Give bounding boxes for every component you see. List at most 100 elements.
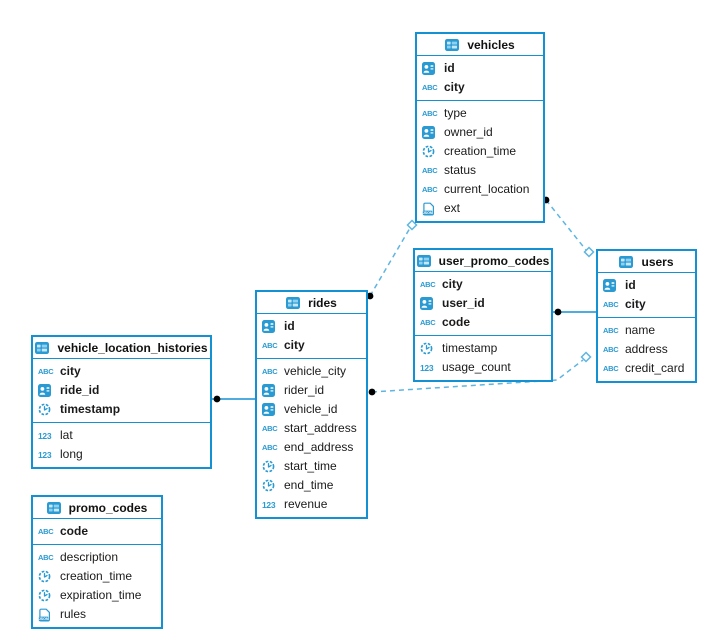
field-row-creation_time[interactable]: creation_time xyxy=(33,567,161,586)
field-row-creation_time[interactable]: creation_time xyxy=(417,142,543,161)
field-name: status xyxy=(444,163,477,177)
field-row-expiration_time[interactable]: expiration_time xyxy=(33,586,161,605)
relationship-line-vehicles-to-users[interactable] xyxy=(545,199,587,251)
field-name: end_time xyxy=(284,478,334,492)
field-name: ride_id xyxy=(60,383,100,397)
field-name: usage_count xyxy=(442,360,511,374)
field-name: creation_time xyxy=(60,569,133,583)
uuid-icon xyxy=(262,320,279,333)
entity-title: vehicle_location_histories xyxy=(57,340,208,355)
entity-header[interactable]: rides xyxy=(257,292,366,314)
relationship-line-rides-to-vehicles[interactable] xyxy=(369,227,411,297)
field-row-id[interactable]: id xyxy=(417,59,543,78)
entity-title: promo_codes xyxy=(68,500,148,515)
table-icon xyxy=(445,38,462,51)
field-row-timestamp[interactable]: timestamp xyxy=(33,400,210,419)
field-row-id[interactable]: id xyxy=(257,317,366,336)
string-icon: ABC xyxy=(422,83,438,92)
field-name: revenue xyxy=(284,497,328,511)
timestamp-icon xyxy=(262,479,279,492)
entity-header[interactable]: vehicles xyxy=(417,34,543,56)
uuid-icon xyxy=(38,384,55,397)
table-icon xyxy=(416,254,434,267)
field-name: ext xyxy=(444,201,461,215)
field-name: vehicle_city xyxy=(284,364,347,378)
timestamp-icon xyxy=(262,460,279,473)
field-name: start_address xyxy=(284,421,357,435)
field-name: lat xyxy=(60,428,73,442)
string-icon: ABC xyxy=(603,364,619,373)
entity-header[interactable]: user_promo_codes xyxy=(415,250,551,272)
field-row-owner_id[interactable]: owner_id xyxy=(417,123,543,142)
number-icon: 123 xyxy=(262,499,276,510)
field-row-vehicle_id[interactable]: vehicle_id xyxy=(257,400,366,419)
field-name: city xyxy=(284,338,305,352)
connector-dot-icon xyxy=(366,292,374,300)
entity-header[interactable]: promo_codes xyxy=(33,497,161,519)
field-name: timestamp xyxy=(60,402,121,416)
field-name: credit_card xyxy=(625,361,685,375)
relationship-line-rides-to-users[interactable] xyxy=(371,359,584,393)
timestamp-icon xyxy=(38,589,55,602)
field-name: address xyxy=(625,342,668,356)
field-row-timestamp[interactable]: timestamp xyxy=(415,339,551,358)
field-name: end_address xyxy=(284,440,354,454)
field-name: type xyxy=(444,106,467,120)
field-name: code xyxy=(442,315,471,329)
field-row-user_id[interactable]: user_id xyxy=(415,294,551,313)
field-name: city xyxy=(442,277,463,291)
field-name: description xyxy=(60,550,119,564)
field-row-end_time[interactable]: end_time xyxy=(257,476,366,495)
field-row-revenue[interactable]: 123 revenue xyxy=(257,495,366,514)
field-name: rider_id xyxy=(284,383,325,397)
field-row-ride_id[interactable]: ride_id xyxy=(33,381,210,400)
string-icon: ABC xyxy=(603,326,619,335)
field-row-credit_card[interactable]: ABC credit_card xyxy=(598,359,695,378)
field-name: user_id xyxy=(442,296,485,310)
entity-header[interactable]: vehicle_location_histories xyxy=(33,337,210,359)
entity-header[interactable]: users xyxy=(598,251,695,273)
field-name: long xyxy=(60,447,83,461)
entity-title: user_promo_codes xyxy=(438,253,550,268)
timestamp-icon xyxy=(38,570,55,583)
field-row-id[interactable]: id xyxy=(598,276,695,295)
field-row-rider_id[interactable]: rider_id xyxy=(257,381,366,400)
field-row-start_time[interactable]: start_time xyxy=(257,457,366,476)
